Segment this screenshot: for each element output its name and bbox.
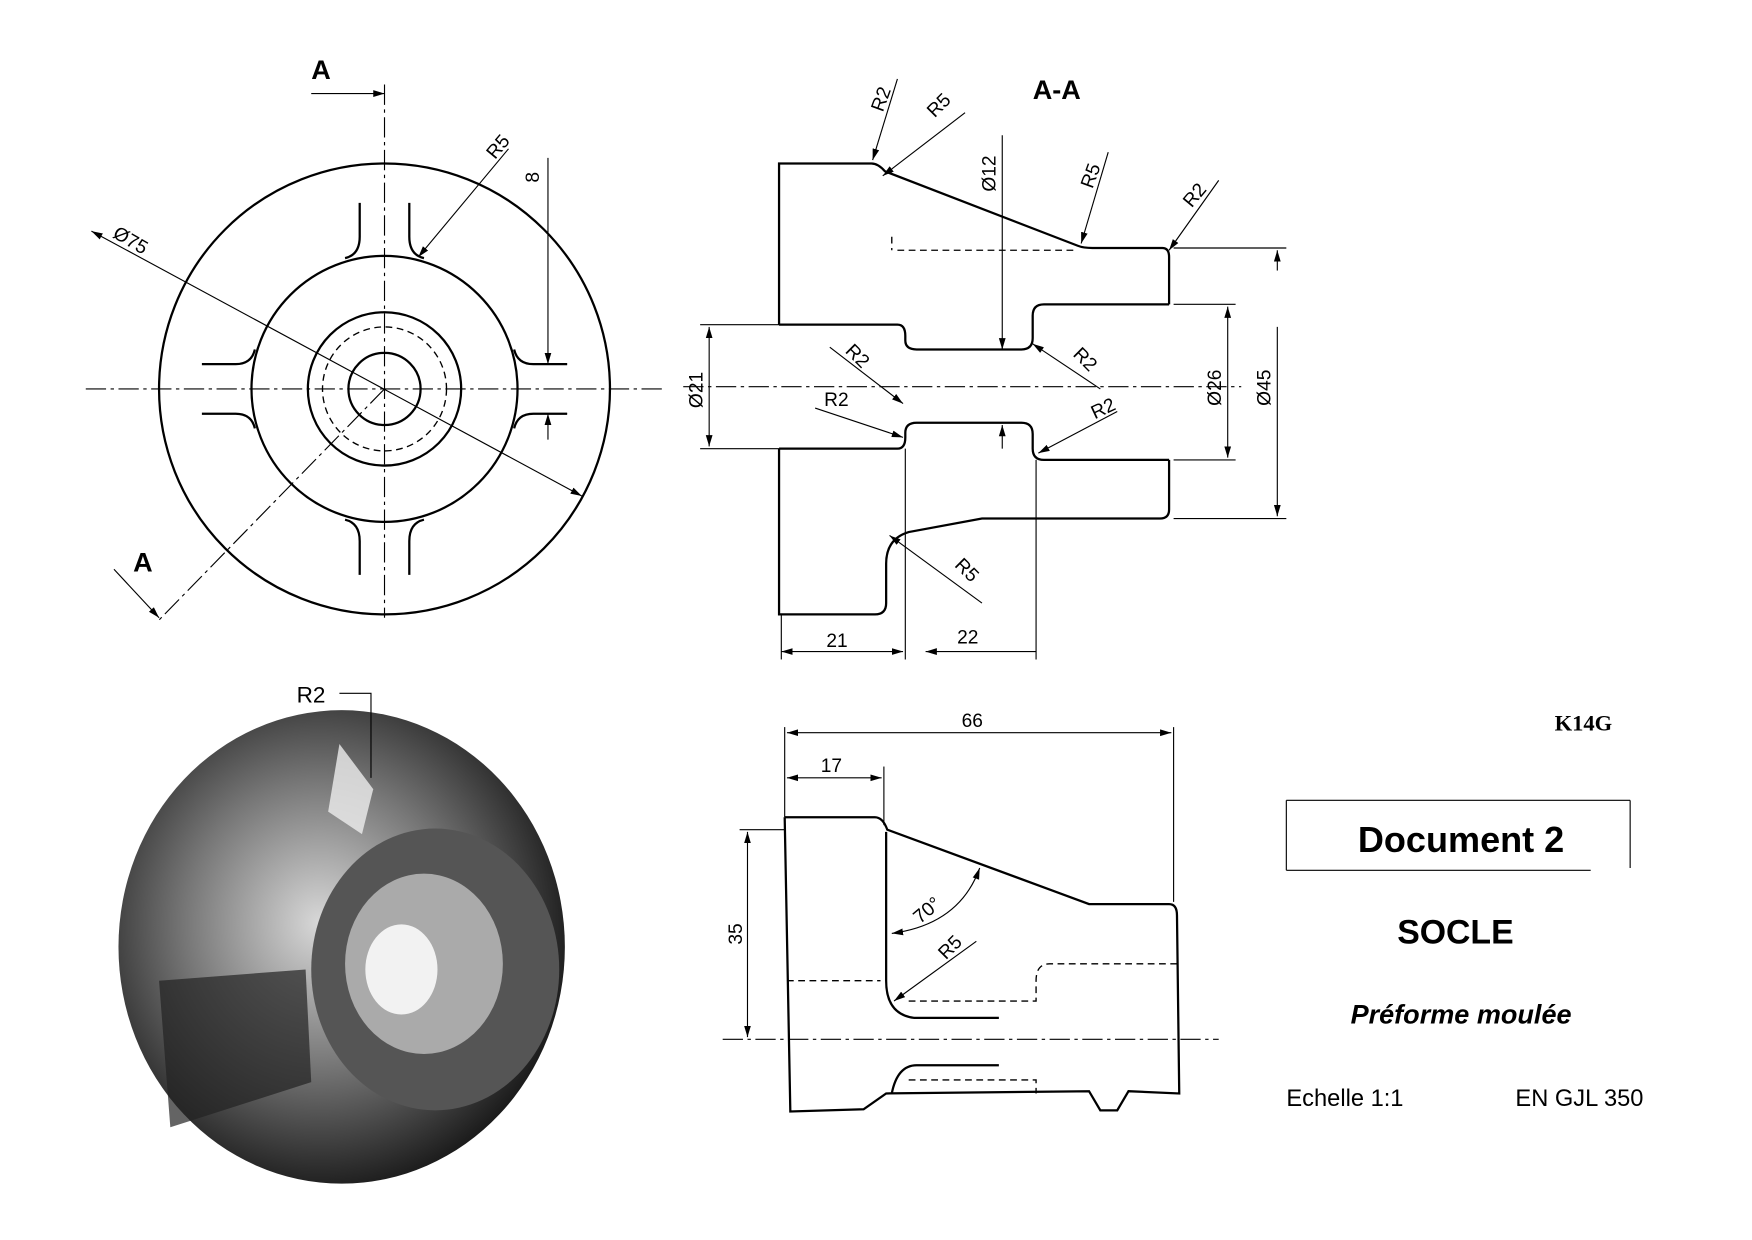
dim-r2-right: R2 (1179, 179, 1211, 211)
title-block: K14G Document 2 SOCLE Préforme moulée Ec… (1285, 710, 1643, 1112)
dim-r5-bottom: R5 (950, 555, 982, 587)
section-title: A-A (1033, 75, 1081, 105)
part-name: SOCLE (1397, 914, 1513, 952)
section-mark-bottom: A (133, 548, 153, 578)
dim-r5-top: R5 (923, 90, 955, 122)
subtitle: Préforme moulée (1351, 1000, 1572, 1030)
front-view: A A Ø75 R5 8 (85, 55, 667, 621)
document-title: Document 2 (1358, 819, 1564, 860)
dim-dia-12: Ø12 (979, 155, 1000, 191)
dim-r2-top: R2 (868, 84, 896, 114)
dim-dia-26: Ø26 (1205, 370, 1226, 406)
dim-r5-slope: R5 (1077, 161, 1105, 191)
section-mark-top: A (311, 55, 331, 85)
side-view: 66 17 35 70° R5 (722, 711, 1219, 1113)
doc-code: K14G (1555, 710, 1613, 735)
dim-66: 66 (962, 711, 983, 732)
dim-dia-75: Ø75 (109, 223, 151, 259)
dim-dia-45: Ø45 (1255, 370, 1276, 406)
dim-r5: R5 (483, 131, 515, 163)
dim-8: 8 (523, 172, 544, 183)
material: EN GJL 350 (1515, 1086, 1643, 1112)
section-view: A-A R2 R5 Ø12 R5 R2 R2 R2 R2 R2 Ø21 Ø26 … (683, 75, 1287, 660)
dim-dia-21: Ø21 (686, 372, 707, 408)
dim-r5: R5 (935, 932, 967, 964)
part-photo: R2 (118, 682, 565, 1184)
dim-35: 35 (726, 923, 747, 944)
dim-21: 21 (826, 631, 847, 652)
dim-17: 17 (821, 756, 842, 777)
dim-r2-inner: R2 (824, 390, 849, 411)
dim-22: 22 (957, 628, 978, 649)
photo-r2-label: R2 (297, 682, 326, 707)
scale: Echelle 1:1 (1286, 1086, 1403, 1112)
dim-angle-70: 70° (910, 893, 946, 928)
